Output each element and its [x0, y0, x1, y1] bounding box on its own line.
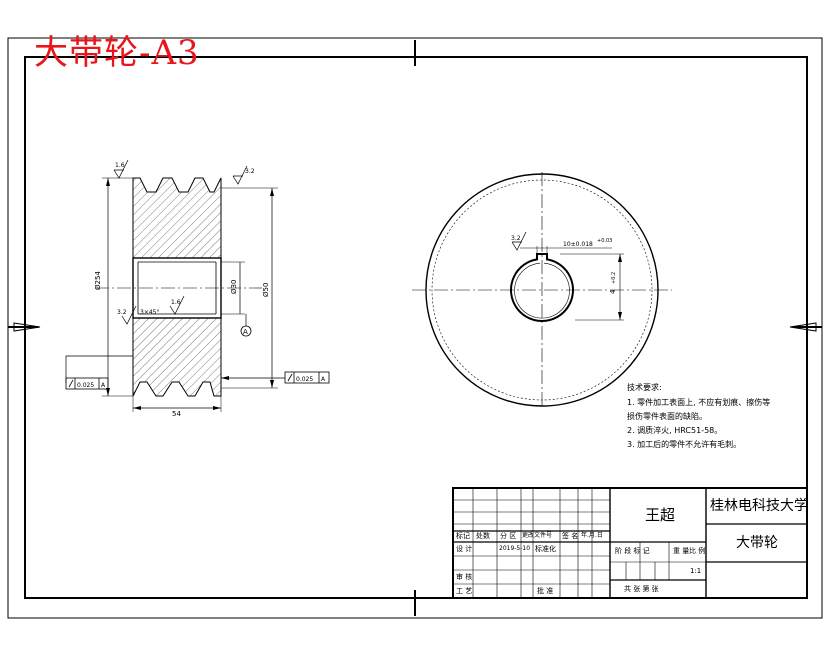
roughness-2-label: 3.2	[245, 168, 255, 175]
row-standard: 标准化	[535, 545, 556, 553]
chamfer-label: 3×45°	[140, 309, 159, 316]
row-craft: 工 艺	[456, 587, 473, 595]
roughness-symbol-2	[232, 165, 248, 185]
upper-rim-section	[132, 177, 222, 259]
centering-marks	[8, 40, 822, 616]
row-scale: 比 例	[689, 547, 706, 555]
roughness-3-label: 3.2	[117, 309, 127, 316]
header-doc: 更改文件号	[522, 532, 553, 539]
header-sign: 签 名	[562, 532, 579, 540]
tech-req-title: 技术要求:	[627, 383, 662, 392]
tech-req-line2: 损伤零件表面的缺陷。	[627, 412, 707, 421]
row-approve: 批 准	[537, 587, 554, 595]
tech-req-line3: 2. 调质淬火, HRC51-58。	[627, 426, 723, 435]
runout-datum-right: A	[321, 376, 326, 383]
outer-frame	[7, 37, 823, 619]
datum-a-symbol	[240, 325, 252, 337]
keyway-width-label: 10±0.018	[563, 241, 593, 248]
drawing-title: 大带轮-A3	[34, 33, 200, 73]
section-view: Ø254 Ø30 Ø50 54 3×45° 1.6 3.2 3.2 1.6 A …	[65, 159, 330, 418]
outer-diameter-label: Ø254	[94, 271, 102, 290]
roughness-4-label: 1.6	[171, 299, 181, 306]
header-mark: 标记	[456, 532, 470, 540]
runout-value-left: 0.025	[77, 382, 94, 389]
sheet-count: 共 张 第 张	[624, 585, 659, 593]
scale-value: 1:1	[690, 567, 702, 575]
school-name: 桂林电科技大学	[710, 498, 808, 514]
design-date: 2019-5-10	[499, 545, 531, 552]
keyway-depth-label: 4	[609, 289, 617, 294]
designer-name: 王超	[645, 506, 676, 524]
runout-value-right: 0.025	[296, 376, 313, 383]
lower-rim-section	[132, 317, 222, 397]
orientation-arrow-left	[13, 322, 41, 332]
roughness-5-label: 3.2	[511, 235, 521, 242]
tech-req-line1: 1. 零件加工表面上, 不应有划痕、擦伤等	[627, 398, 771, 407]
roughness-symbol-4	[169, 295, 185, 315]
keyway-depth-tolerance: +0.2	[611, 272, 617, 284]
runout-frame-right	[284, 371, 330, 384]
bore-with-keyway	[510, 253, 574, 322]
front-view: 3.2 10±0.018 +0.03 4 +0.2	[412, 172, 672, 408]
tech-req-line4: 3. 加工后的零件不允许有毛刺。	[627, 440, 742, 449]
roughness-1-label: 1.6	[115, 162, 125, 169]
header-count: 处数	[476, 532, 490, 540]
datum-a-letter: A	[243, 328, 248, 336]
bore-diameter-label: Ø30	[230, 280, 238, 294]
title-block	[452, 487, 808, 599]
runout-datum-left: A	[101, 382, 106, 389]
part-name: 大带轮	[736, 535, 778, 551]
hub-diameter-label: Ø50	[262, 283, 270, 297]
width-label: 54	[172, 410, 181, 418]
keyway-tolerance-label: +0.03	[597, 238, 612, 244]
header-zone: 分 区	[500, 532, 517, 540]
roughness-symbol-5	[511, 231, 527, 251]
roughness-symbol-1	[113, 159, 129, 179]
row-check: 审 核	[456, 573, 473, 581]
header-date: 年.月.日	[581, 532, 603, 539]
row-stage: 阶 段 标 记	[615, 547, 650, 555]
roughness-symbol-3	[121, 305, 137, 325]
row-weight: 重 量	[673, 547, 690, 555]
orientation-arrow-right	[789, 322, 817, 332]
runout-frame-left	[65, 377, 109, 390]
row-design: 设 计	[456, 545, 473, 553]
